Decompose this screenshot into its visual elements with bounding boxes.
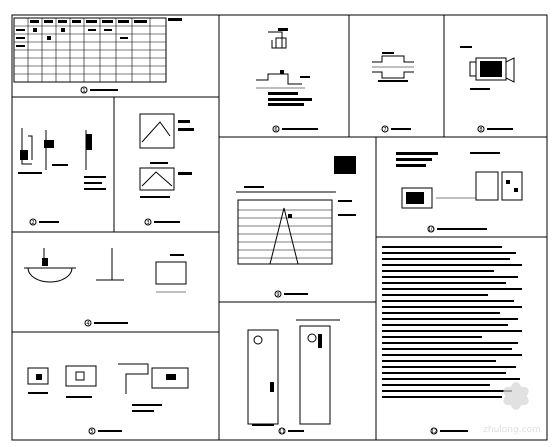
schedule-table xyxy=(13,17,182,83)
detail-a-drawing xyxy=(18,128,106,190)
caption-number: 1 xyxy=(82,88,85,94)
caption-marker-p1: 1 xyxy=(80,86,118,94)
caption-marker-p8: 8 xyxy=(477,125,513,133)
caption-number: 3 xyxy=(146,220,149,226)
caption-number: 4 xyxy=(86,321,89,327)
watermark-logo: zhulong.com xyxy=(483,382,541,435)
notes-text-block xyxy=(382,246,522,398)
panel-riser-frame xyxy=(218,301,377,441)
caption-number: 5 xyxy=(90,429,93,435)
caption-marker-p4: 4 xyxy=(84,319,128,327)
caption-marker-p11: 11 xyxy=(278,427,304,435)
caption-number: 6 xyxy=(274,127,277,133)
caption-number: 2 xyxy=(31,220,34,226)
riser-drawing xyxy=(247,319,340,426)
caption-marker-p3: 3 xyxy=(144,218,180,226)
panel-detail-b-frame xyxy=(113,96,220,233)
caption-number: 12 xyxy=(431,429,437,435)
pipe-connection-drawing xyxy=(256,28,312,106)
caption-number: 7 xyxy=(383,127,386,133)
sections-drawing xyxy=(27,363,189,412)
caption-number: 9 xyxy=(276,292,279,298)
caption-marker-p10: 10 xyxy=(427,225,487,233)
panel-section-frame xyxy=(11,231,220,333)
caption-marker-p6: 6 xyxy=(272,125,318,133)
valve-drawing xyxy=(460,46,515,90)
caption-marker-p2: 2 xyxy=(29,218,59,226)
caption-marker-p7: 7 xyxy=(381,125,411,133)
caption-marker-p5: 5 xyxy=(88,427,122,435)
caption-marker-p9: 9 xyxy=(274,290,308,298)
elevation-drawing xyxy=(236,156,356,265)
fitting-drawing xyxy=(372,52,414,82)
caption-marker-p12: 12 xyxy=(430,427,468,435)
panel-pipe-frame xyxy=(218,14,350,138)
panel-sections-frame xyxy=(11,331,220,441)
detail-b-drawing xyxy=(139,113,194,198)
caption-number: 11 xyxy=(279,429,285,435)
caption-number: 8 xyxy=(479,127,482,133)
panel-notes-frame xyxy=(375,236,548,441)
caption-number: 10 xyxy=(428,227,434,233)
panel-fitting-frame xyxy=(348,14,445,138)
panel-table-frame xyxy=(11,14,220,98)
equipment-drawing xyxy=(396,152,523,209)
section-drawing xyxy=(24,248,187,293)
watermark-text: zhulong.com xyxy=(483,425,541,435)
